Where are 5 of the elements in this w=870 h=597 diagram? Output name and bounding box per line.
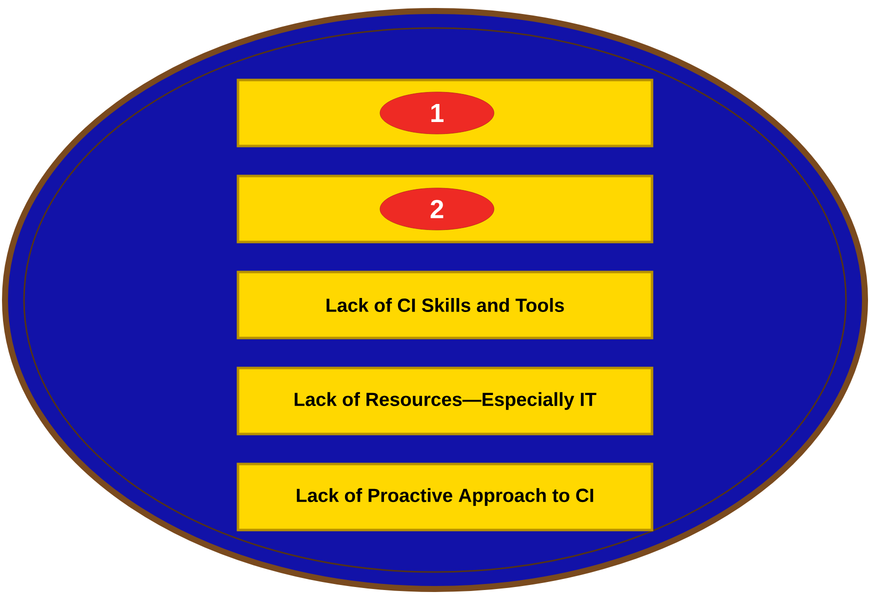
sign-box: Lack of Proactive Approach to CI — [236, 462, 654, 532]
sign-box: Lack of CI Skills and Tools — [236, 270, 654, 340]
number-oval: 2 — [380, 188, 494, 230]
sign-box: Lack of Resources—Especially IT — [236, 366, 654, 436]
number-oval: 1 — [380, 92, 494, 134]
